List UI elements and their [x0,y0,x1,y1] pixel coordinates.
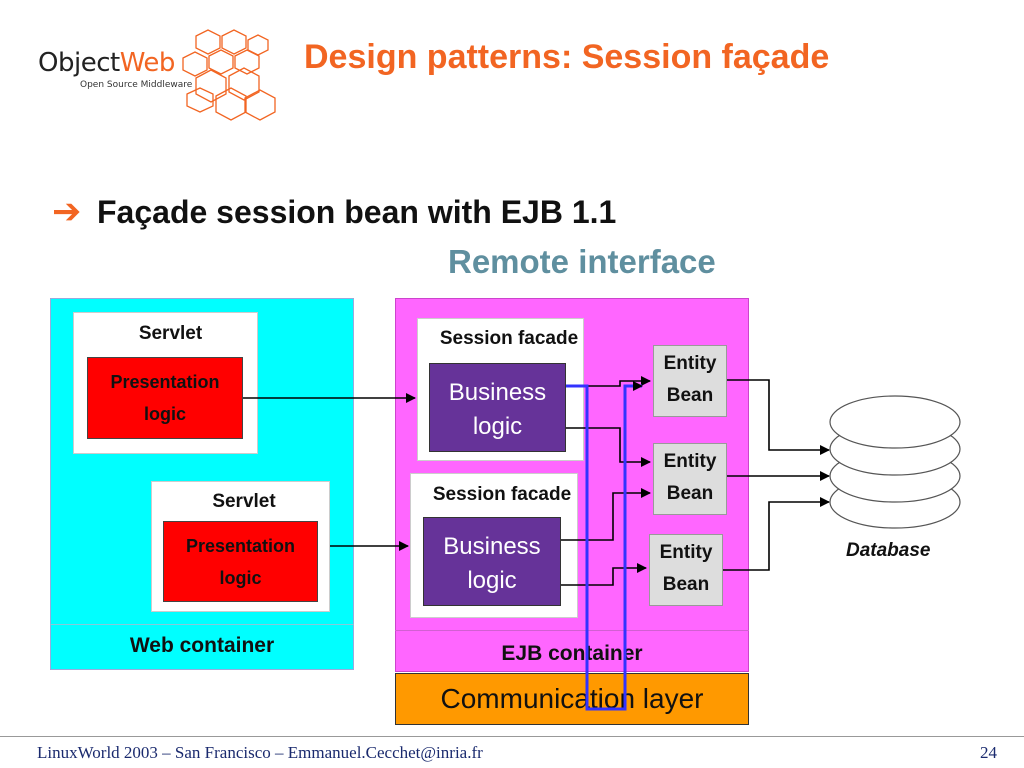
entity-bean-line1: Entity [663,353,717,374]
business-logic-box: Business logic [423,517,561,606]
presentation-logic-line2: logic [219,568,262,588]
presentation-logic-box: Presentation logic [87,357,243,439]
presentation-logic-line1: Presentation [110,372,220,392]
business-logic-line1: Business [448,379,547,406]
web-container-label: Web container [129,634,275,657]
page-number: 24 [980,743,997,762]
slide-title: Design patterns: Session façade [304,38,830,76]
entity-bean-line2: Bean [666,483,714,504]
business-logic-line2: logic [467,567,517,594]
presentation-logic-box: Presentation logic [163,521,318,602]
database-icon [829,395,961,529]
entity-bean-box: Entity Bean [649,534,723,606]
ejb-container-label: EJB container [501,642,643,665]
logo-text-object: Object [38,48,120,78]
database-label: Database [846,540,931,561]
logo-tagline: Open Source Middleware [80,80,193,90]
servlet-title: Servlet [138,323,203,344]
entity-bean-line1: Entity [663,451,717,472]
entity-bean-line1: Entity [659,542,713,563]
entity-bean-box: Entity Bean [653,345,727,417]
presentation-logic-line1: Presentation [185,536,296,556]
web-container-divider [50,624,354,625]
entity-bean-box: Entity Bean [653,443,727,515]
presentation-logic-line2: logic [143,404,186,424]
bullet-heading: Façade session bean with EJB 1.1 [97,194,617,230]
entity-bean-line2: Bean [666,385,714,406]
footer-text: LinuxWorld 2003 – San Francisco – Emmanu… [37,743,483,762]
arrow-right-icon: ➔ [52,192,82,231]
remote-interface-heading: Remote interface [448,243,716,280]
entity-bean-line2: Bean [662,574,710,595]
business-logic-line1: Business [443,533,541,560]
session-facade-title: Session facade [432,484,572,505]
logo-text-web: Web [119,48,176,78]
business-logic-line2: logic [472,413,523,440]
servlet-title: Servlet [212,491,276,512]
business-logic-box: Business logic [429,363,566,452]
session-facade-title: Session facade [439,328,579,349]
communication-layer: Communication layer [395,673,749,725]
ejb-container-divider [395,630,749,631]
footer-divider [0,736,1024,737]
logo: ObjectWeb [38,48,175,78]
